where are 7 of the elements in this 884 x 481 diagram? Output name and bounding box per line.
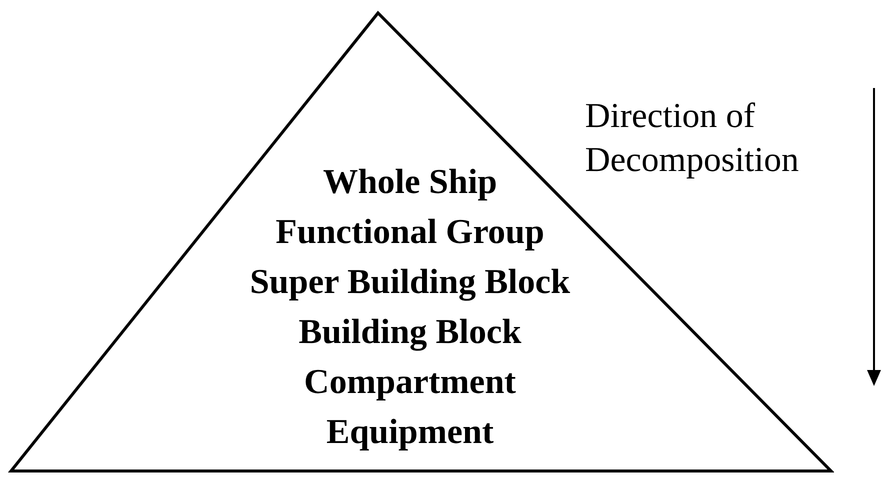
pyramid-triangle: [8, 10, 834, 474]
level-label: Compartment: [303, 362, 517, 402]
level-label: Super Building Block: [248, 262, 572, 302]
level-label: Building Block: [298, 312, 522, 352]
level-label: Functional Group: [274, 212, 546, 252]
direction-label: Direction of Decomposition: [585, 95, 800, 181]
level-label: Equipment: [325, 412, 495, 452]
